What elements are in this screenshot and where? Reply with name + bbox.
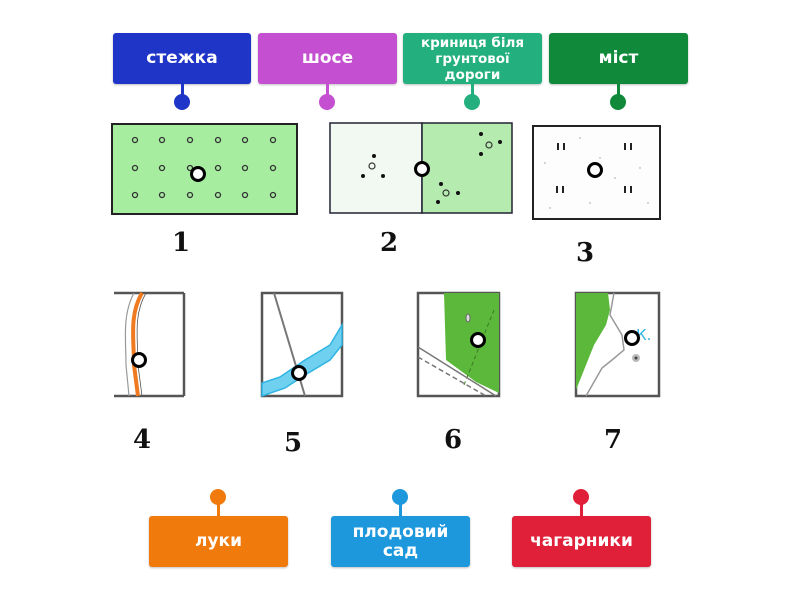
pin-dot[interactable] xyxy=(210,489,226,505)
pin-dot[interactable] xyxy=(319,94,335,110)
drop-target-4[interactable] xyxy=(131,352,147,368)
drop-target-5[interactable] xyxy=(291,365,307,381)
drop-target-2[interactable] xyxy=(414,161,430,177)
label-text: плодовий сад xyxy=(352,521,449,561)
label-krynytsia[interactable]: криниця біля грунтової дороги xyxy=(403,33,542,84)
label-mist[interactable]: міст xyxy=(549,33,688,84)
pin-dot[interactable] xyxy=(174,94,190,110)
map-number-7: 7 xyxy=(604,425,623,455)
map-number-5: 5 xyxy=(284,428,303,458)
label-text: стежка xyxy=(146,48,218,68)
pin-stem xyxy=(399,503,402,516)
pin-stem xyxy=(217,503,220,516)
label-text: міст xyxy=(598,48,639,68)
label-luky[interactable]: луки xyxy=(149,516,288,567)
map-symbol-7: К. xyxy=(574,291,661,398)
drop-target-6[interactable] xyxy=(470,332,486,348)
pin-stem xyxy=(181,84,184,96)
drop-target-3[interactable] xyxy=(587,162,603,178)
bush-icons xyxy=(361,132,502,204)
map-symbol-2 xyxy=(329,122,513,214)
label-shose[interactable]: шосе xyxy=(258,33,397,84)
drop-target-1[interactable] xyxy=(190,166,206,182)
map-number-2: 2 xyxy=(380,228,399,258)
pin-dot[interactable] xyxy=(610,94,626,110)
pin-stem xyxy=(326,84,329,96)
pin-dot[interactable] xyxy=(464,94,480,110)
label-chaharnyky[interactable]: чагарники xyxy=(512,516,651,567)
map-symbol-6 xyxy=(416,291,501,398)
map-number-4: 4 xyxy=(133,425,152,455)
label-text: шосе xyxy=(301,48,354,68)
label-text: луки xyxy=(195,531,242,551)
map-symbol-4 xyxy=(114,291,186,398)
meadow-grass-icons xyxy=(556,143,632,193)
map-symbol-1 xyxy=(111,123,298,215)
label-text: чагарники xyxy=(530,531,633,551)
map-symbol-5 xyxy=(260,291,344,398)
pin-stem xyxy=(617,84,620,96)
pin-dot[interactable] xyxy=(392,489,408,505)
pin-stem xyxy=(580,503,583,516)
label-stezhka[interactable]: стежка xyxy=(113,33,251,84)
map-number-1: 1 xyxy=(172,228,191,258)
map-number-3: 3 xyxy=(576,238,595,268)
label-text: криниця біля грунтової дороги xyxy=(420,34,525,83)
pin-stem xyxy=(471,84,474,96)
pin-dot[interactable] xyxy=(573,489,589,505)
map-number-6: 6 xyxy=(444,425,463,455)
label-plodovyi-sad[interactable]: плодовий сад xyxy=(331,516,470,567)
drop-target-7[interactable] xyxy=(624,330,640,346)
